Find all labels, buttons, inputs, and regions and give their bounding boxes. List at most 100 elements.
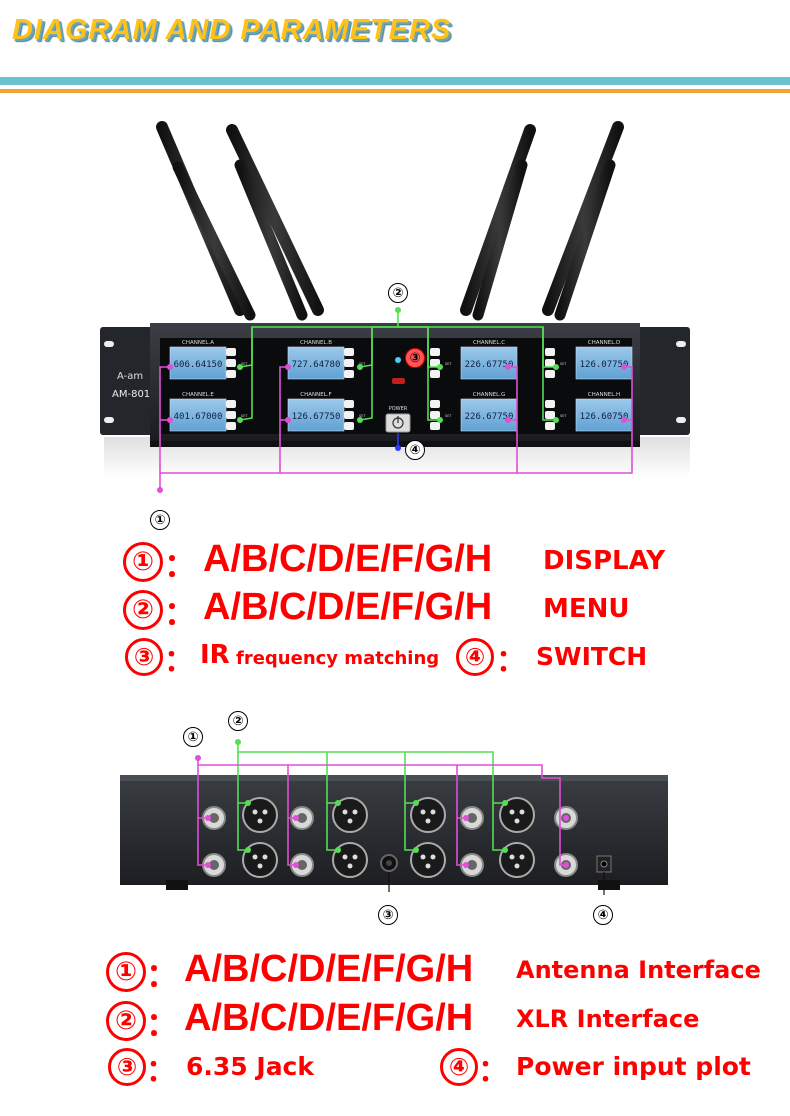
legend-num-1: ① [123,542,163,582]
rear-callout-4: ④ [593,905,613,925]
rear-legend-num-2: ② [106,1001,146,1041]
channel-menu-button [430,348,440,356]
xlr-connector [332,842,368,878]
channel-menu-button [545,400,555,408]
channel-menu-button [430,400,440,408]
model-label: AM-801 [112,389,150,400]
channel-menu-button [344,422,354,430]
channel-menu-button [430,370,440,378]
channel-lcd [575,398,633,432]
antenna-f [472,159,528,321]
front-legend-row-2: ② ： A/B/C/D/E/F/G/H MENU [0,586,790,632]
legend-desc-frequency: frequency matching [236,648,440,669]
antenna-d [234,159,308,321]
channel-label: CHANNEL.E [182,392,214,398]
channel-lcd [287,398,345,432]
channel-label: CHANNEL.F [300,392,331,398]
set-label: SET [359,414,366,418]
channel-menu-button [545,359,555,367]
legend-ir: IR [200,640,230,670]
xlr-connector [499,797,535,833]
legend-num-4: ④ [456,638,494,676]
channel-menu-button [226,370,236,378]
channel-menu-button [545,370,555,378]
channel-menu-button [430,359,440,367]
rear-legend-num-4: ④ [440,1048,478,1086]
channel-label: CHANNEL.B [300,340,332,346]
channel-menu-button [226,348,236,356]
rear-legend-num-1: ① [106,952,146,992]
channel-lcd [575,346,633,380]
rear-callout-2: ② [228,711,248,731]
channel-menu-button [545,422,555,430]
front-callout-2: ② [388,283,408,303]
page-title: DIAGRAM AND PARAMETERS [12,14,452,46]
rear-legend-letters-1: A/B/C/D/E/F/G/H [184,948,474,990]
rear-legend-num-3: ③ [108,1048,146,1086]
set-label: SET [241,362,248,366]
legend-desc-switch: SWITCH [536,642,648,671]
channel-menu-button [344,348,354,356]
channel-menu-button [344,411,354,419]
xlr-connector [410,797,446,833]
header-divider-orange [0,89,790,93]
channel-menu-button [430,422,440,430]
antenna-e [460,124,536,316]
rack-ear-left [100,327,156,435]
front-callout-4: ④ [405,440,425,460]
rear-legend-desc-jack: 6.35 Jack [186,1052,315,1081]
channel-menu-button [545,348,555,356]
channel-label: CHANNEL.D [588,340,621,346]
channel-frequency: 727.64780 [292,360,341,370]
channel-frequency: 126.67750 [292,412,341,422]
channel-frequency: 606.64150 [174,360,223,370]
front-callout-1: ① [150,510,170,530]
channel-menu-button [344,400,354,408]
set-label: SET [359,362,366,366]
legend-letters-1: A/B/C/D/E/F/G/H [203,538,493,580]
set-label: SET [560,362,567,366]
xlr-connector [499,842,535,878]
front-legend-row-3: ③ ： IR frequency matching ④ ： SWITCH [0,636,790,682]
legend-num-3: ③ [125,638,163,676]
antenna-b [172,161,256,321]
channel-menu-button [226,400,236,408]
header-divider-blue [0,77,790,85]
channel-frequency: 126.07750 [580,360,629,370]
channel-menu-button [344,359,354,367]
menu-callout-lines [239,310,556,421]
front-callout-3: ③ [405,348,425,368]
rear-callout-1: ① [183,727,203,747]
ir-window [392,378,405,384]
rear-legend-letters-2: A/B/C/D/E/F/G/H [184,997,474,1039]
channel-lcd [287,346,345,380]
rear-legend-desc-power: Power input plot [516,1052,751,1081]
xlr-connector [242,842,278,878]
set-label: SET [560,414,567,418]
xlr-connector [410,842,446,878]
antenna-g [542,121,624,316]
xlr-connector [242,797,278,833]
rear-legend-row-2: ② ： A/B/C/D/E/F/G/H XLR Interface [0,997,790,1043]
channel-frequency: 401.67000 [174,412,223,422]
channel-label: CHANNEL.A [182,340,214,346]
channel-lcd [460,346,518,380]
antennas [156,121,624,321]
rear-legend-desc-xlr: XLR Interface [516,1005,700,1033]
antenna-h [554,159,616,321]
set-label: SET [445,362,452,366]
rear-legend-row-3: ③ ： 6.35 Jack ④ ： Power input plot [0,1046,790,1092]
legend-letters-2: A/B/C/D/E/F/G/H [203,586,493,628]
rack-ear-right [634,327,690,435]
antenna-c [226,124,324,316]
channel-label: CHANNEL.G [473,392,506,398]
channel-label: CHANNEL.C [473,340,505,346]
channel-lcd [169,346,227,380]
channel-frequency: 226.67750 [465,360,514,370]
front-legend-row-1: ① ： A/B/C/D/E/F/G/H DISPLAY [0,538,790,584]
channel-menu-button [545,411,555,419]
set-label: SET [241,414,248,418]
channel-menu-button [226,411,236,419]
rear-legend-row-1: ① ： A/B/C/D/E/F/G/H Antenna Interface [0,948,790,994]
